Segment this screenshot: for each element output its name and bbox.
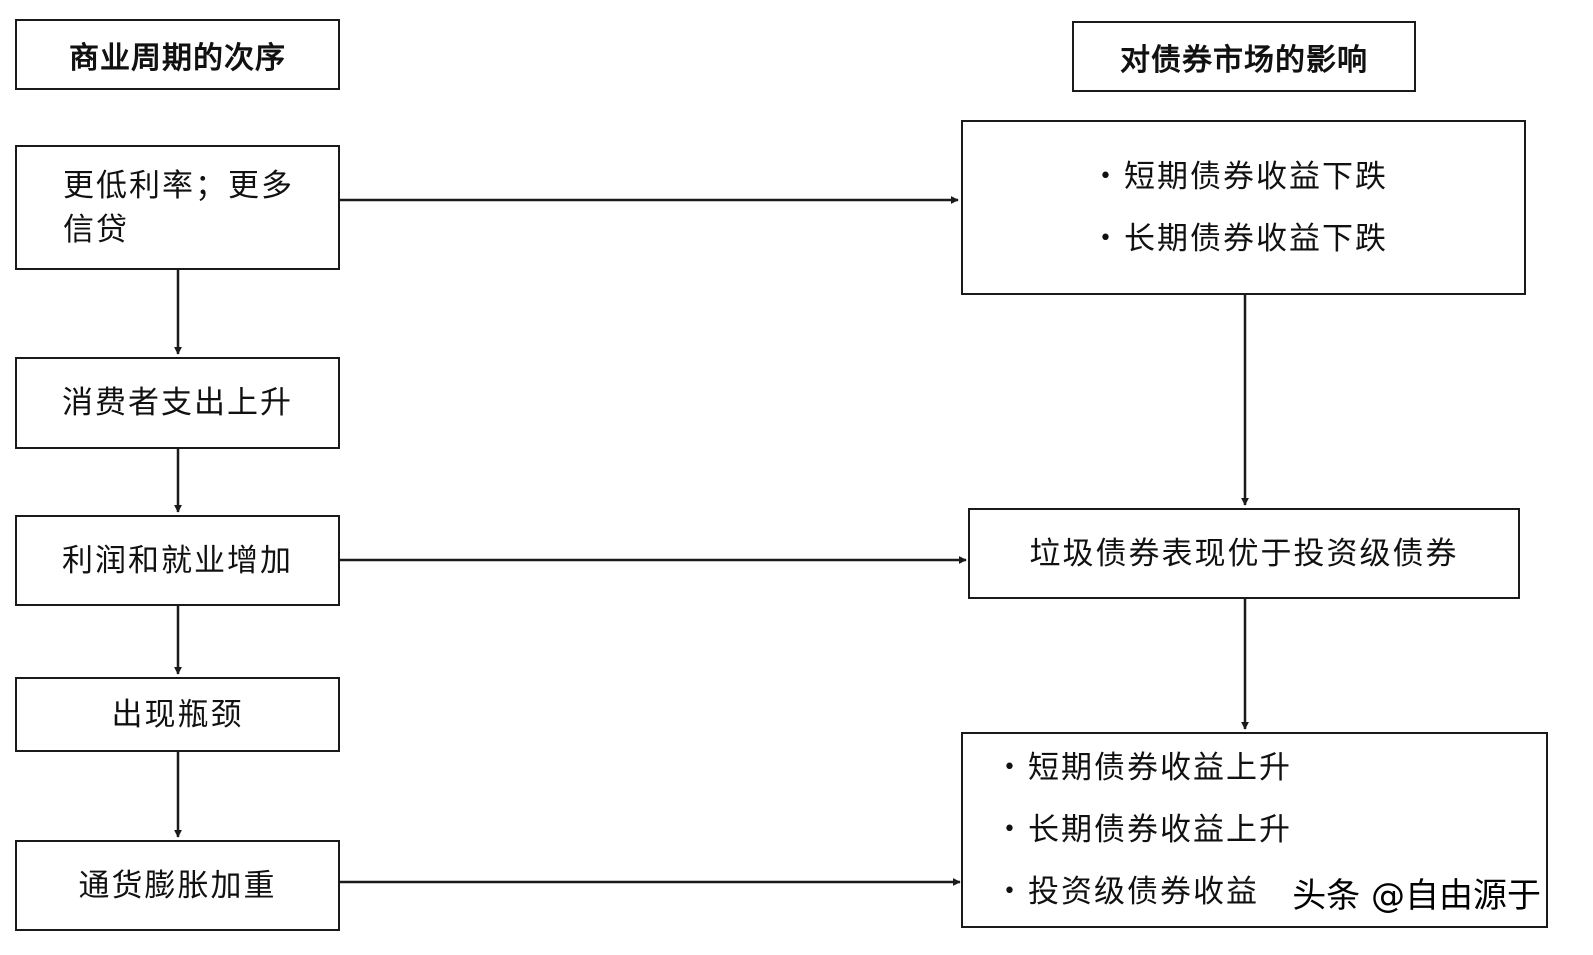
effect-junk-outperforms-text: 垃圾债券表现优于投资级债券 bbox=[1029, 535, 1459, 572]
effect-yields-fall-list: 短期债券收益下跌 长期债券收益下跌 bbox=[1099, 146, 1388, 270]
step-inflation-text: 通货膨胀加重 bbox=[78, 867, 277, 904]
bond-market-header-text: 对债券市场的影响 bbox=[1120, 42, 1368, 78]
step-consumer-spending-text: 消费者支出上升 bbox=[62, 385, 293, 421]
step-bottleneck: 出现瓶颈 bbox=[15, 677, 340, 752]
business-cycle-header-text: 商业周期的次序 bbox=[69, 40, 286, 76]
step-profits-employment: 利润和就业增加 bbox=[15, 515, 340, 606]
effect-junk-outperforms: 垃圾债券表现优于投资级债券 bbox=[968, 508, 1520, 599]
step-low-rates-more-credit-text: 更低利率；更多信贷 bbox=[63, 167, 294, 248]
effect-yields-rise-item: 长期债券收益上升 bbox=[1003, 799, 1292, 861]
effect-yields-fall-item: 短期债券收益下跌 bbox=[1099, 146, 1388, 208]
step-inflation: 通货膨胀加重 bbox=[15, 840, 340, 931]
effect-yields-rise-item: 投资级债券收益 bbox=[1003, 861, 1292, 923]
step-bottleneck-text: 出现瓶颈 bbox=[111, 696, 244, 733]
business-cycle-header: 商业周期的次序 bbox=[15, 19, 340, 90]
step-low-rates-more-credit: 更低利率；更多信贷 bbox=[15, 145, 340, 270]
step-consumer-spending: 消费者支出上升 bbox=[15, 357, 340, 449]
effect-yields-fall: 短期债券收益下跌 长期债券收益下跌 bbox=[961, 120, 1526, 295]
bond-market-header: 对债券市场的影响 bbox=[1072, 21, 1416, 92]
effect-yields-rise-list: 短期债券收益上升 长期债券收益上升 投资级债券收益 bbox=[1003, 737, 1292, 923]
effect-yields-rise-item: 短期债券收益上升 bbox=[1003, 737, 1292, 799]
effect-yields-rise: 短期债券收益上升 长期债券收益上升 投资级债券收益 bbox=[961, 732, 1548, 928]
step-profits-employment-text: 利润和就业增加 bbox=[62, 542, 293, 579]
watermark: 头条 @自由源于 bbox=[1292, 876, 1541, 916]
effect-yields-fall-item: 长期债券收益下跌 bbox=[1099, 208, 1388, 270]
